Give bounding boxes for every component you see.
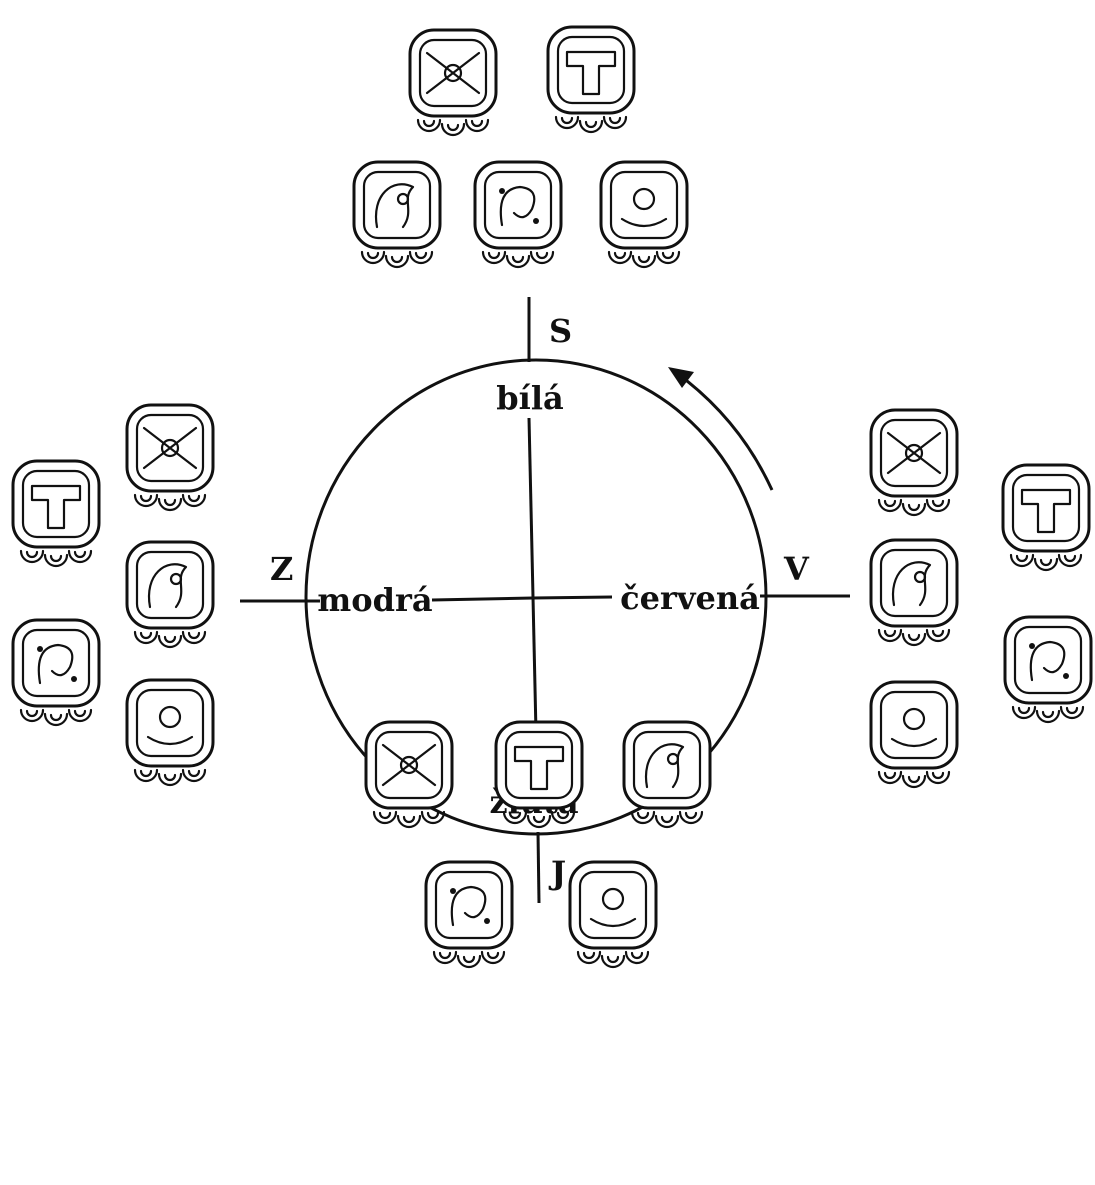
east-letter: V [783,550,810,588]
day-sign-glyph-east-5 [871,682,957,787]
axis-vertical-upper [529,418,533,597]
day-sign-glyph-east-1 [871,410,957,515]
day-sign-glyph-south-5 [570,862,656,967]
rotation-arrow [678,374,772,490]
day-sign-glyph-west-3 [127,542,213,647]
day-sign-glyph-west-1 [127,405,213,510]
north-color: bílá [496,379,563,417]
day-sign-glyph-north-1 [410,30,496,135]
west-letter: Z [270,550,293,588]
day-sign-glyph-north-4 [475,162,561,267]
day-sign-glyph-north-3 [354,162,440,267]
west-color: modrá [317,581,432,619]
day-sign-glyph-east-4 [1005,617,1091,722]
day-sign-glyph-west-2 [13,461,99,566]
day-sign-glyph-north-5 [601,162,687,267]
south-letter: J [548,854,566,892]
day-sign-glyph-west-4 [13,620,99,725]
day-sign-glyph-west-5 [127,680,213,785]
day-sign-glyph-east-2 [1003,465,1089,570]
day-sign-glyphs [13,27,1091,967]
north-letter: S [549,312,572,350]
east-color: červená [620,579,760,617]
axis-horizontal-left [432,598,533,600]
day-sign-glyph-east-3 [871,540,957,645]
axis-south-outer [538,832,539,903]
axis-horizontal-right [533,597,612,598]
day-sign-glyph-north-2 [548,27,634,132]
day-sign-glyph-south-4 [426,862,512,967]
